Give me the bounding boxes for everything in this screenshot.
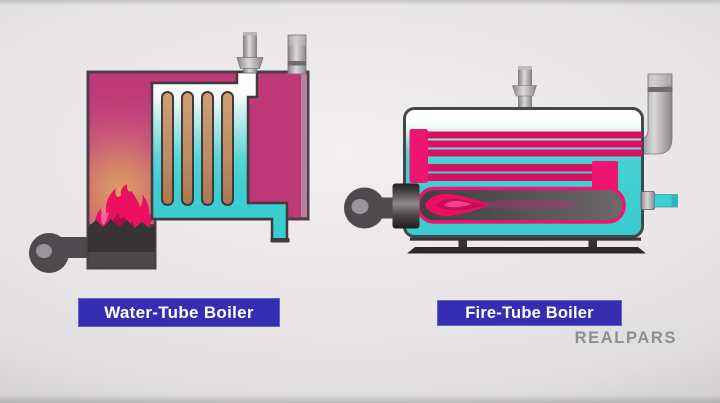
stand-rail (410, 237, 641, 241)
chimney-pipe (638, 73, 673, 155)
front-tube-header (409, 129, 428, 183)
fire-tube (427, 164, 594, 172)
fire-tube (427, 149, 642, 157)
stand-leg (588, 240, 597, 247)
burner-assembly (344, 183, 420, 229)
rear-tube-header (592, 161, 618, 190)
label-water-tube-boiler: Water-Tube Boiler (78, 298, 280, 327)
stand-leg (458, 240, 467, 247)
water-tube-bundle (161, 91, 234, 206)
chimney-pipe (287, 34, 307, 75)
flame-icon (425, 193, 490, 217)
water-tube (221, 91, 234, 206)
burner-assembly (29, 233, 91, 273)
coal-bed (88, 219, 155, 252)
upper-fire-tubes (427, 131, 642, 157)
fire-tube-boiler-diagram (344, 66, 678, 254)
burner-collar (392, 183, 420, 229)
burner-inlet (351, 199, 369, 214)
steam-outlet-valve (512, 66, 537, 110)
label-fire-tube-boiler: Fire-Tube Boiler (437, 300, 622, 326)
fire-tube (427, 131, 642, 139)
realpars-logo: REALPARS (574, 329, 677, 347)
water-tube (201, 91, 214, 206)
downcomer-cap (270, 238, 290, 243)
water-tube (181, 91, 194, 206)
boiler-stand (407, 237, 646, 254)
stand-base (407, 247, 646, 254)
steam-outlet-valve (236, 32, 264, 74)
water-tube-boiler-diagram (29, 32, 310, 273)
fire-tube (427, 173, 594, 181)
flame-streak (470, 200, 580, 209)
burner-inlet (36, 244, 52, 258)
water-outlet-pipe (640, 191, 678, 210)
shell-right-wall (301, 74, 307, 217)
water-tube (161, 91, 174, 206)
lower-fire-tubes (427, 164, 594, 181)
fire-tube (427, 140, 642, 148)
